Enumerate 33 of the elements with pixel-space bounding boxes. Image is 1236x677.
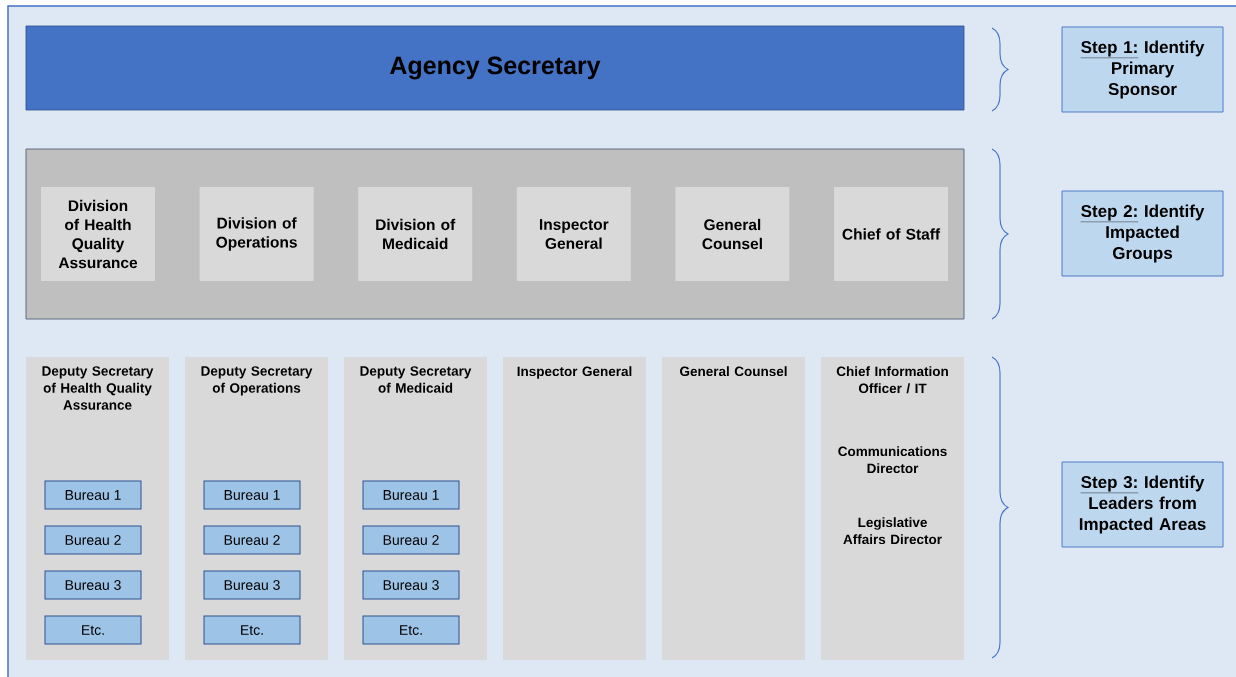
- column-panel: [503, 357, 646, 660]
- bureau-box: Bureau 2: [203, 525, 301, 555]
- bureau-box: Bureau 3: [44, 570, 142, 600]
- column-heading: Chief Information Officer / IT: [836, 366, 948, 394]
- division-box: Chief of Staff: [834, 187, 948, 281]
- column-heading: General Counsel: [680, 366, 787, 377]
- bureau-box: Bureau 2: [362, 525, 460, 555]
- column-panel: [821, 357, 964, 660]
- bureau-box: Bureau 3: [203, 570, 301, 600]
- column-heading: Deputy Secretary of Medicaid: [360, 366, 472, 393]
- division-box: Division of Medicaid: [358, 187, 473, 281]
- bureau-box: Etc.: [44, 615, 142, 645]
- bureau-box: Bureau 1: [203, 480, 301, 510]
- division-box: Division of Operations: [199, 187, 314, 281]
- column-heading: Deputy Secretary of Health Quality Assurance: [42, 366, 154, 410]
- step-box: Step 2: Identify Impacted Groups: [1061, 190, 1224, 277]
- bureau-box: Etc.: [203, 615, 301, 645]
- bureau-box: Bureau 2: [44, 525, 142, 555]
- step-box: Step 1: Identify Primary Sponsor: [1061, 26, 1224, 113]
- division-box: Division of Health Quality Assurance: [41, 187, 155, 281]
- column-heading: Inspector General: [517, 366, 632, 379]
- division-box: Inspector General: [516, 187, 631, 281]
- bureau-box: Etc.: [362, 615, 460, 645]
- column-panel: [662, 357, 805, 660]
- column-heading: Legislative Affairs Director: [843, 517, 942, 545]
- bureau-box: Bureau 1: [362, 480, 460, 510]
- column-heading: Communications Director: [838, 446, 947, 474]
- step-box: Step 3: Identify Leaders from Impacted Areas: [1061, 461, 1224, 548]
- column-heading: Deputy Secretary of Operations: [201, 366, 313, 396]
- bureau-box: Bureau 1: [44, 480, 142, 510]
- bureau-box: Bureau 3: [362, 570, 460, 600]
- division-box: General Counsel: [675, 187, 790, 281]
- title-bar: Agency Secretary: [25, 25, 965, 111]
